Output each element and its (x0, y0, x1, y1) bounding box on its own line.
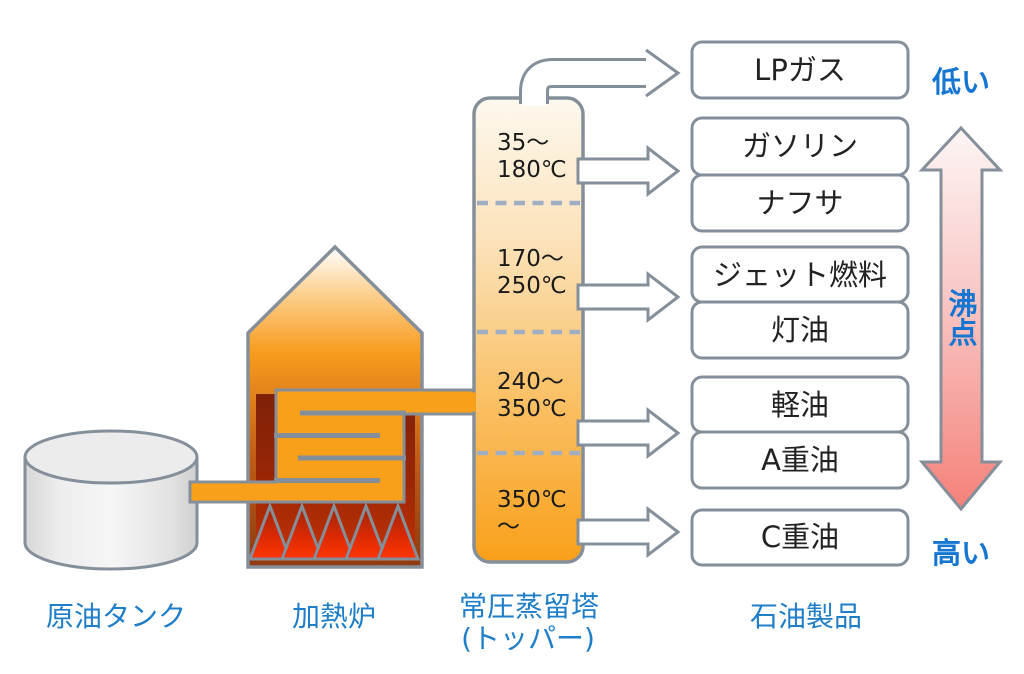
heating-coil (188, 388, 478, 504)
flame-icon (343, 501, 389, 561)
tower-caption-line1: 常圧蒸留塔 (459, 590, 599, 623)
crude-oil-tank (23, 429, 199, 571)
product-label-naphtha: ナフサ (756, 186, 843, 220)
boiling-point-high-label: 高い (932, 536, 990, 570)
arrow-to-fueloil-c (576, 505, 681, 559)
flame-icon (279, 501, 325, 561)
product-box-fueloil-a (690, 430, 910, 490)
zone1-temp-line2: 180℃ (497, 157, 567, 183)
product-box-lpgas (690, 40, 910, 100)
coil-slot (274, 478, 380, 483)
product-label-lpgas: LPガス (754, 53, 846, 87)
coil-slot (298, 455, 406, 461)
furnace-caption: 加熱炉 (292, 600, 376, 633)
product-label-gasoline: ガソリン (742, 129, 858, 163)
flame-icon (247, 501, 293, 561)
flame-icon (375, 501, 421, 561)
zone3-temp-line2: 350℃ (497, 396, 567, 422)
feed-pipe-junction (468, 392, 476, 412)
heating-furnace (188, 244, 478, 569)
arrow-head-icon (645, 48, 681, 98)
boiling-point-axis-char2: 点 (948, 316, 977, 350)
products-caption: 石油製品 (750, 600, 862, 633)
arrow-to-diesel-fueloil-a (576, 406, 681, 460)
product-box-kerosene (690, 300, 910, 360)
zone2-temp-line1: 170〜 (497, 246, 564, 272)
product-box-fueloil-c (690, 508, 910, 567)
zone4-temp-line1: 350℃ (497, 487, 567, 513)
zone4-temp-line2: 〜 (497, 514, 520, 540)
lpgas-overhead-pipe-arrow (519, 48, 681, 106)
arrow-to-jetfuel-kerosene (576, 270, 681, 324)
coil-slot (274, 433, 380, 438)
product-label-kerosene: 灯油 (771, 313, 829, 347)
boiling-point-scale: 低い 沸 点 高い (918, 65, 1004, 570)
product-label-diesel: 軽油 (771, 388, 829, 422)
product-box-naphtha (690, 173, 910, 233)
stage-captions: 原油タンク 加熱炉 常圧蒸留塔 (トッパー) 石油製品 (46, 590, 862, 655)
boiling-point-low-label: 低い (931, 65, 990, 99)
arrow-to-gasoline-naphtha (576, 144, 681, 198)
zone2-temp-line2: 250℃ (497, 273, 567, 299)
boiling-point-arrow-icon (918, 125, 1004, 512)
product-label-jetfuel: ジェット燃料 (713, 258, 887, 292)
tank-body (23, 455, 199, 571)
tank-lid (23, 429, 199, 485)
tank-caption: 原油タンク (46, 600, 186, 633)
flame-icon (311, 501, 357, 561)
distillation-tower: 35〜 180℃ 170〜 250℃ 240〜 350℃ 350℃ 〜 (468, 96, 585, 564)
product-label-fueloil-c: C重油 (761, 520, 839, 554)
product-label-fueloil-a: A重油 (761, 443, 839, 477)
zone3-temp-line1: 240〜 (497, 369, 564, 395)
boiling-point-axis-char1: 沸 (948, 287, 977, 321)
zone1-temp-line1: 35〜 (497, 130, 549, 156)
pipe-fill (522, 61, 646, 106)
tower-caption-line2: (トッパー) (461, 622, 595, 655)
coil-slot (300, 410, 406, 416)
product-boxes: LPガス ガソリン ナフサ ジェット燃料 灯油 軽油 A重油 C重油 (690, 40, 910, 567)
